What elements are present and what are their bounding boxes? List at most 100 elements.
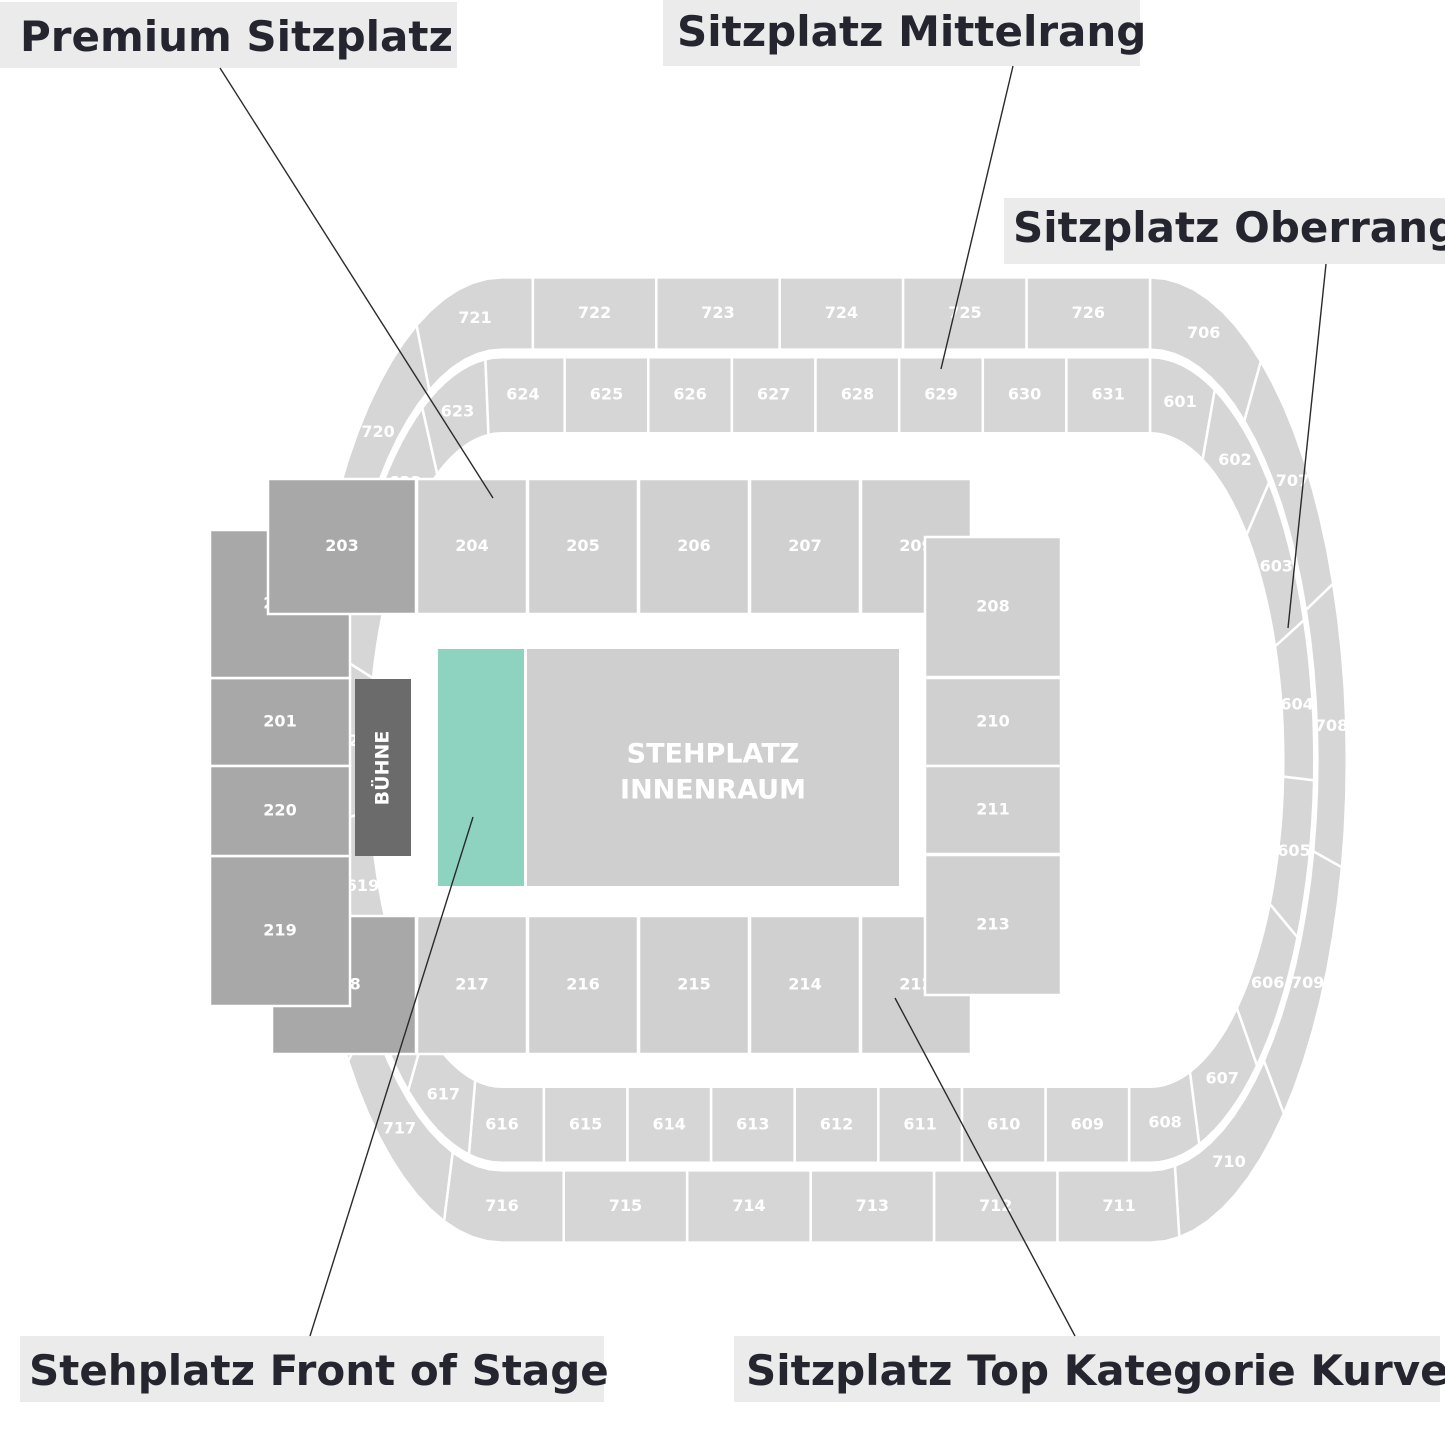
oberrang-section-label: 722 [578, 303, 611, 322]
oberrang-section-label: 706 [1187, 323, 1220, 342]
callout-oberrang: Sitzplatz Oberrang [1004, 198, 1445, 629]
oberrang-section-label: 724 [825, 303, 858, 322]
premium-section-label: 219 [263, 921, 296, 940]
callout-top-kurve: Sitzplatz Top Kategorie Kurve [734, 997, 1445, 1402]
front-of-stage-area[interactable] [438, 649, 524, 886]
lower-section-214[interactable] [748, 914, 862, 1056]
mittelrang-section-label: 626 [673, 385, 706, 404]
mittelrang-section-label: 630 [1008, 385, 1041, 404]
lower-section-208[interactable] [923, 535, 1063, 679]
oberrang-section-label: 725 [948, 303, 981, 322]
callout-oberrang-leader [1287, 263, 1327, 629]
oberrang-section-label: 707 [1276, 471, 1309, 490]
lower-section-label: 214 [788, 975, 821, 994]
oberrang-section-label: 723 [701, 303, 734, 322]
premium-section-201[interactable] [208, 676, 352, 768]
lower-section-210[interactable] [923, 676, 1063, 768]
mittelrang-section-label: 606 [1251, 973, 1284, 992]
callout-oberrang-box [1004, 198, 1445, 264]
mittelrang-section-label: 604 [1280, 694, 1313, 713]
lower-section-label: 208 [976, 597, 1009, 616]
oberrang-section-label: 711 [1102, 1196, 1135, 1215]
oberrang-section-label: 726 [1072, 303, 1105, 322]
mittelrang-section-label: 609 [1071, 1114, 1104, 1133]
lower-section-label: 205 [566, 536, 599, 555]
stage-block [355, 679, 411, 856]
lower-section-label: 206 [677, 536, 710, 555]
mittelrang-section-label: 629 [924, 385, 957, 404]
mittelrang-section-label: 614 [652, 1114, 685, 1133]
callout-top-kurve-text: Sitzplatz Top Kategorie Kurve [746, 1346, 1445, 1395]
mittelrang-section-label: 602 [1218, 450, 1251, 469]
callout-front-of-stage-box [20, 1336, 604, 1402]
mittelrang-section-label: 624 [506, 385, 539, 404]
mittelrang-section-label: 617 [427, 1085, 460, 1104]
oberrang-section-label: 721 [458, 308, 491, 327]
callout-front-of-stage: Stehplatz Front of Stage [20, 816, 609, 1402]
lower-section-215[interactable] [637, 914, 751, 1056]
oberrang-section-label: 709 [1291, 973, 1324, 992]
oberrang-section-label: 712 [979, 1196, 1012, 1215]
oberrang-section-726[interactable] [1025, 276, 1152, 351]
mittelrang-section-label: 627 [757, 385, 790, 404]
mittelrang-section-label: 603 [1260, 557, 1293, 576]
mittelrang-section-label: 628 [841, 385, 874, 404]
floor-area: STEHPLATZ INNENRAUM [527, 649, 899, 886]
lower-ring-layer: 2012022032182192202042052062072092172162… [208, 477, 1063, 1056]
oberrang-section-label: 710 [1212, 1152, 1245, 1171]
floor-label-line-1: STEHPLATZ [627, 739, 800, 770]
stage: BÜHNE [355, 679, 411, 856]
floor-label-line-2: INNENRAUM [620, 775, 806, 806]
lower-section-label: 216 [566, 975, 599, 994]
mittelrang-section-label: 613 [736, 1114, 769, 1133]
lower-section-211[interactable] [923, 764, 1063, 856]
premium-section-label: 203 [325, 536, 358, 555]
lower-section-label: 204 [455, 536, 488, 555]
mittelrang-section-label: 612 [820, 1114, 853, 1133]
upper-ring-layer: 7067077087097107117127137147157167177187… [303, 276, 1348, 1244]
lower-section-label: 217 [455, 975, 488, 994]
premium-section-label: 220 [263, 801, 296, 820]
lower-section-204[interactable] [415, 477, 529, 616]
callout-premium-box [0, 2, 457, 68]
callout-mittelrang-leader [940, 65, 1014, 370]
lower-section-label: 215 [677, 975, 710, 994]
mittelrang-section-label: 625 [590, 385, 623, 404]
mittelrang-section-631[interactable] [1065, 355, 1152, 435]
mittelrang-section-label: 610 [987, 1114, 1020, 1133]
callout-layer: Premium Sitzplatz Sitzplatz Mittelrang S… [0, 0, 1445, 1402]
premium-section-label: 201 [263, 712, 296, 731]
oberrang-section-label: 720 [361, 422, 394, 441]
stehplatz-innenraum[interactable] [527, 649, 899, 886]
lower-section-206[interactable] [637, 477, 751, 616]
mittelrang-section-label: 631 [1091, 385, 1124, 404]
lower-section-216[interactable] [526, 914, 640, 1056]
callout-front-of-stage-leader [309, 816, 474, 1337]
callout-mittelrang-text: Sitzplatz Mittelrang [677, 7, 1146, 56]
mittelrang-section-label: 619 [346, 876, 379, 895]
callout-oberrang-text: Sitzplatz Oberrang [1013, 203, 1445, 252]
lower-section-label: 210 [976, 712, 1009, 731]
mittelrang-section-label: 611 [903, 1114, 936, 1133]
mittelrang-section-label: 616 [485, 1114, 518, 1133]
mittelrang-section-label: 615 [569, 1114, 602, 1133]
oberrang-section-label: 714 [732, 1196, 765, 1215]
premium-section-219[interactable] [208, 854, 352, 1008]
inner-area-layer: STEHPLATZ INNENRAUM BÜHNE [355, 649, 899, 886]
callout-mittelrang: Sitzplatz Mittelrang [663, 0, 1146, 370]
lower-section-213[interactable] [923, 853, 1063, 997]
oberrang-section-label: 715 [609, 1196, 642, 1215]
callout-premium: Premium Sitzplatz [0, 2, 494, 499]
premium-section-203[interactable] [266, 477, 418, 616]
premium-section-220[interactable] [208, 764, 352, 858]
stage-label: BÜHNE [370, 731, 394, 806]
oberrang-section-label: 716 [485, 1196, 518, 1215]
oberrang-section-label: 713 [856, 1196, 889, 1215]
callout-mittelrang-box [663, 0, 1140, 66]
callout-premium-text: Premium Sitzplatz [20, 12, 453, 61]
lower-section-205[interactable] [526, 477, 640, 616]
mittelrang-section-label: 608 [1148, 1112, 1181, 1131]
mittelrang-section-label: 623 [441, 401, 474, 420]
lower-section-label: 211 [976, 800, 1009, 819]
mittelrang-section-label: 605 [1277, 841, 1310, 860]
